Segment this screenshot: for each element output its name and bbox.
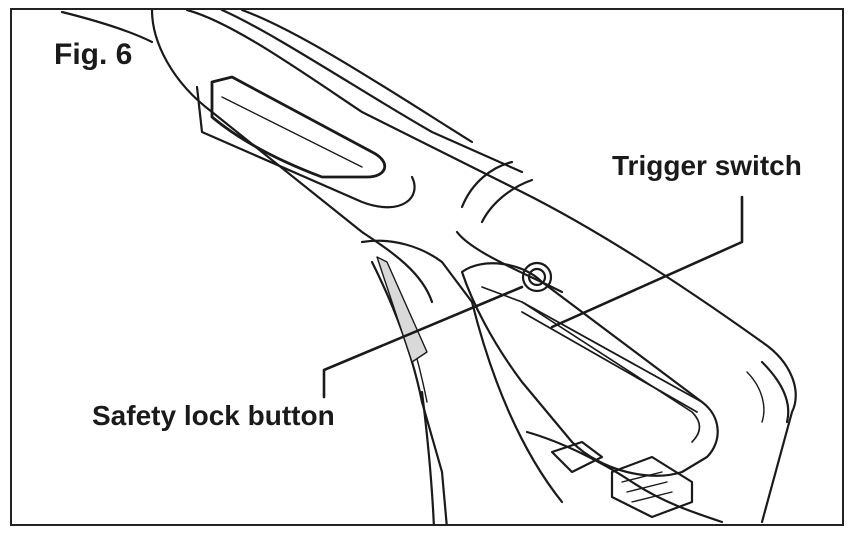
housing-top-edge bbox=[185, 10, 797, 524]
trigger-bar bbox=[521, 301, 703, 413]
end-cap bbox=[760, 360, 790, 424]
trigger-loop-outer bbox=[460, 262, 719, 477]
safety-lock-leader bbox=[322, 285, 524, 399]
trigger-base bbox=[525, 430, 724, 524]
collar-ring-back bbox=[480, 178, 534, 224]
trigger-switch-leader bbox=[550, 195, 744, 329]
grip-left-cord bbox=[420, 390, 435, 524]
connector-body bbox=[610, 455, 694, 519]
safety-lock-button-label: Safety lock button bbox=[92, 400, 335, 431]
trigger-loop-inner bbox=[481, 286, 701, 443]
tool-handle-drawing bbox=[60, 10, 797, 524]
safety-lock-button-shape bbox=[521, 261, 553, 293]
housing-inner-ridge-2 bbox=[240, 10, 474, 144]
grip-front-edge bbox=[360, 239, 474, 304]
connector-clip bbox=[550, 440, 604, 474]
end-cap-inner bbox=[746, 371, 765, 423]
collar-ring-front bbox=[460, 160, 514, 209]
vent-window-shadow bbox=[221, 96, 363, 168]
vent-window bbox=[210, 75, 386, 179]
vent-window-frame bbox=[195, 85, 416, 209]
housing-back-curve bbox=[60, 10, 154, 44]
grip-shading bbox=[376, 256, 428, 363]
housing-inner-ridge bbox=[220, 10, 524, 174]
figure-frame bbox=[10, 8, 844, 526]
housing-outline bbox=[150, 10, 434, 304]
trigger-lower-guard bbox=[470, 300, 564, 504]
collar-ring-lower bbox=[455, 230, 564, 294]
safety-lock-button-inner bbox=[527, 267, 547, 287]
grip-left-outline bbox=[370, 260, 448, 524]
trigger-switch-label: Trigger switch bbox=[612, 150, 802, 181]
figure-label: Fig. 6 bbox=[54, 38, 133, 71]
connector-slots bbox=[621, 471, 673, 503]
